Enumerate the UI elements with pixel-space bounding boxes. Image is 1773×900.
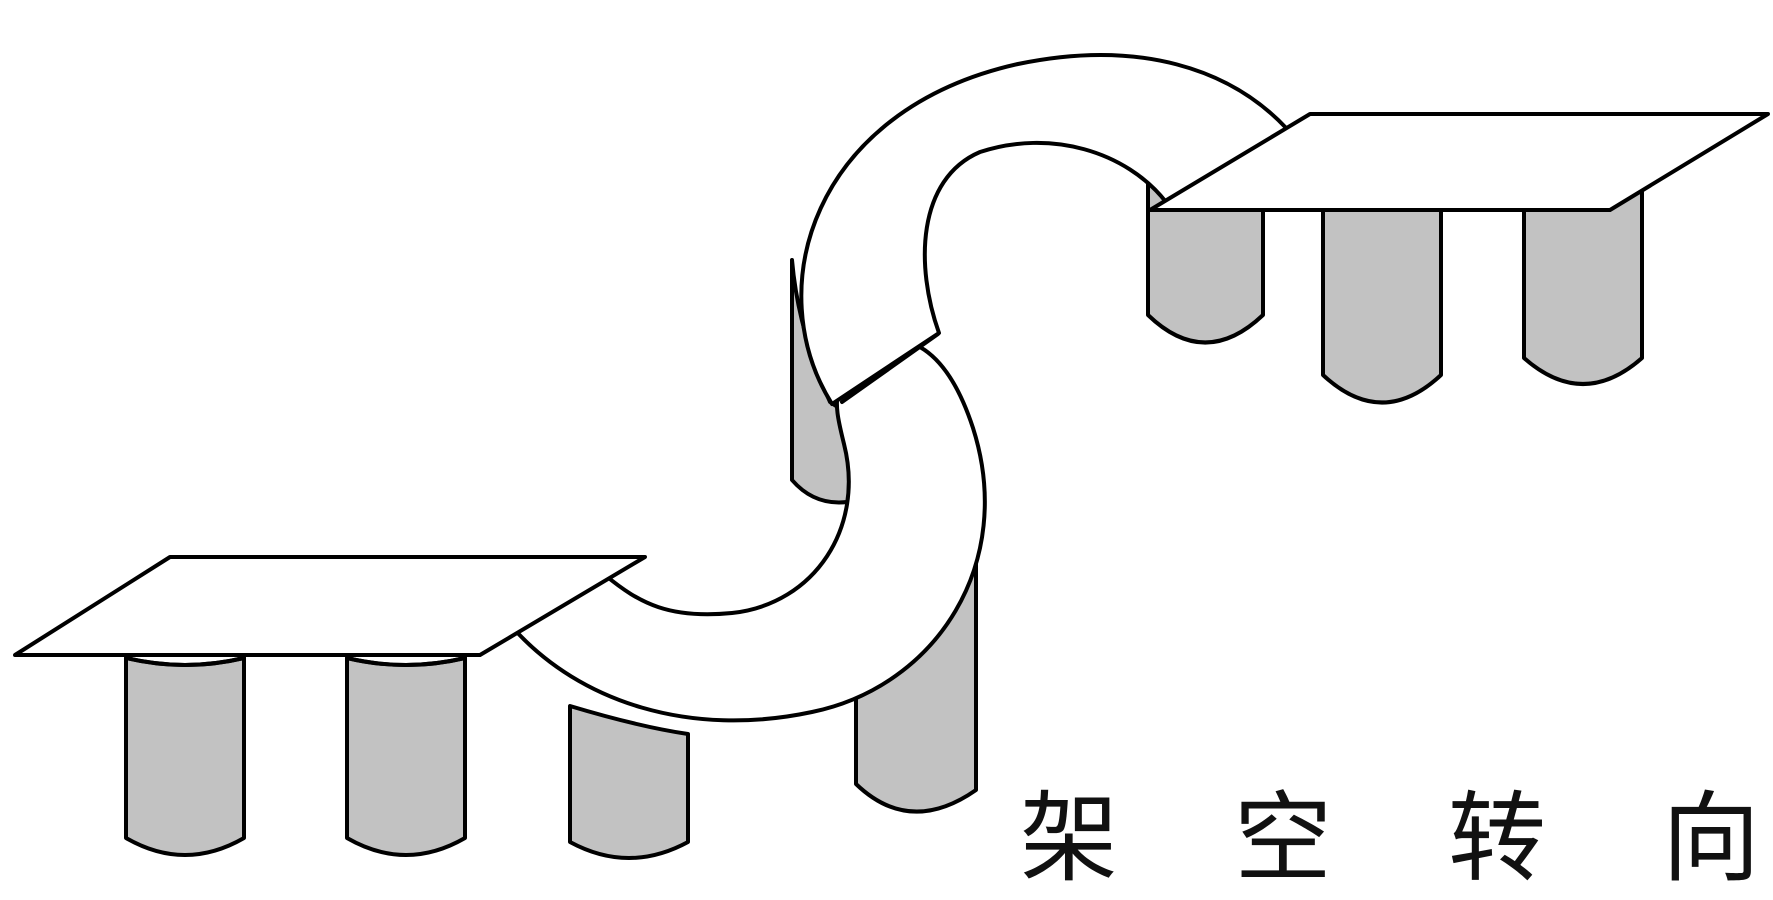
pier-left-2	[347, 658, 465, 855]
pier-left-1	[126, 658, 244, 855]
pier-right-3	[1524, 192, 1642, 384]
s-curve-ramp	[514, 339, 985, 720]
pier-left-3	[570, 706, 688, 858]
caption-char-4: 向	[1662, 790, 1760, 888]
caption-char-3: 转	[1448, 790, 1546, 888]
pier-right-2	[1323, 210, 1441, 403]
caption-char-1: 架	[1020, 790, 1118, 888]
caption-char-2: 空	[1234, 790, 1332, 888]
elevated-turn-diagram	[0, 0, 1773, 878]
pier-right-1	[1148, 210, 1263, 343]
diagram-caption: 架 空 转 向	[1020, 790, 1760, 900]
